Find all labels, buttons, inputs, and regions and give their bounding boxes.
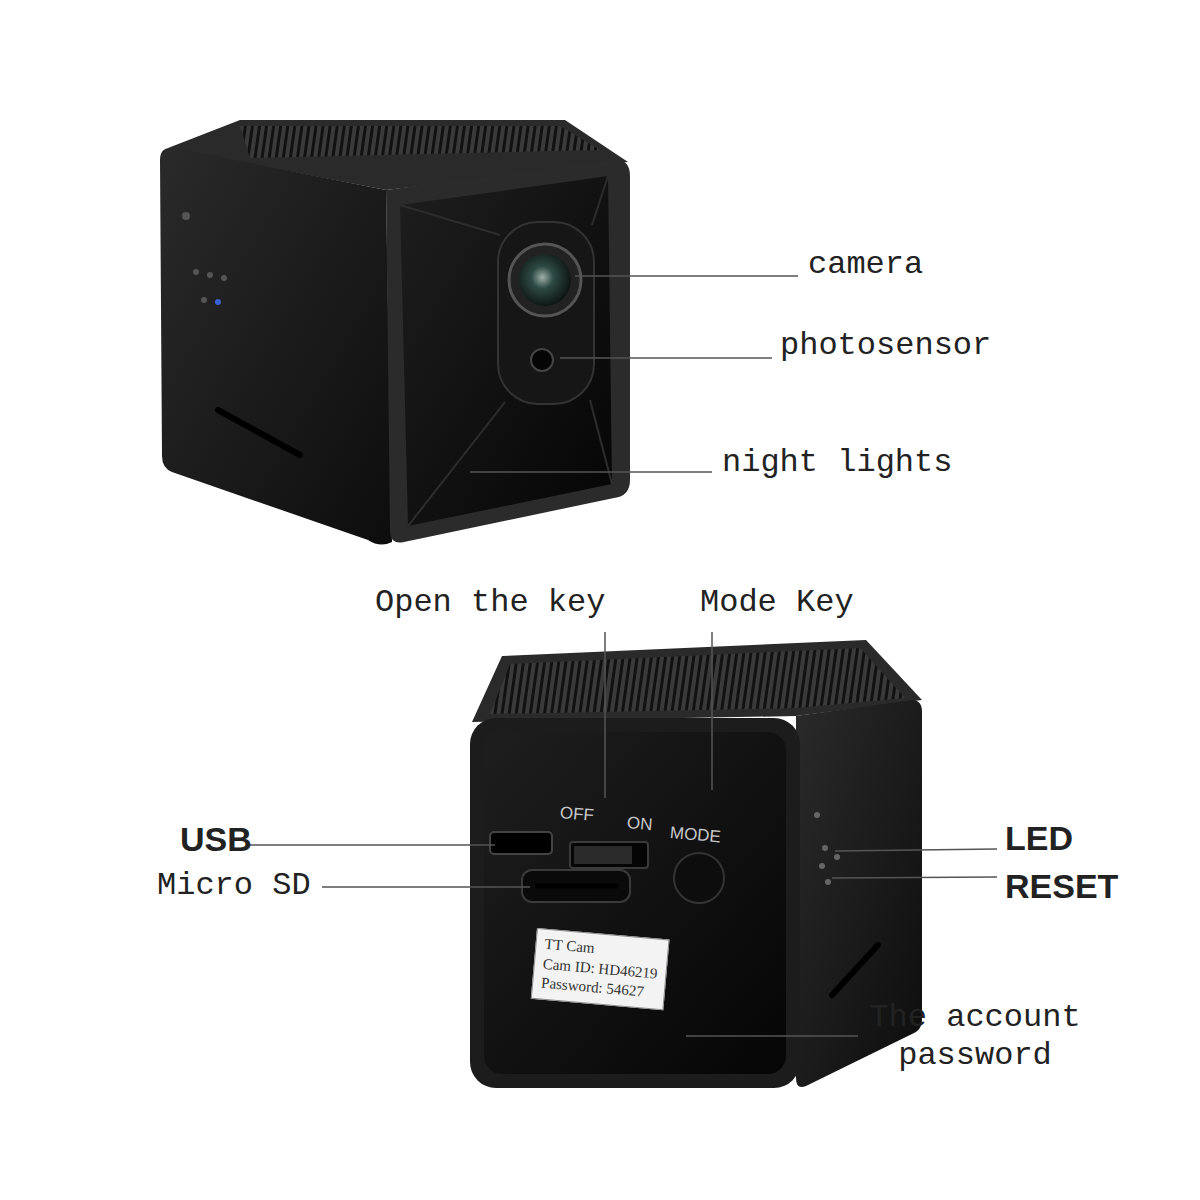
vent-hole: [193, 269, 199, 275]
bevel-edge: [408, 402, 505, 526]
part-label: camera: [808, 246, 923, 284]
sd-opening: [535, 884, 618, 889]
id-sticker: TT CamCam ID: HD46219Password: 54627: [531, 928, 670, 1010]
back-face: [484, 732, 786, 1074]
vent-hole: [221, 275, 227, 281]
indicator-led: [215, 299, 221, 305]
part-label: OFF: [559, 803, 595, 826]
lens-ring: [509, 244, 581, 316]
vent-grille: [490, 648, 905, 714]
part-label: Open the key: [375, 584, 605, 622]
photosensor-hole: [531, 349, 553, 371]
vent-hole: [207, 272, 213, 278]
part-label: Micro SD: [157, 867, 311, 905]
camera-lens: [519, 254, 571, 306]
vent-hole: [822, 845, 828, 851]
vent-hole: [201, 297, 207, 303]
part-label: Mode Key: [700, 584, 854, 622]
power-switch: [570, 842, 648, 868]
mic-hole: [182, 212, 190, 220]
front-face: [400, 176, 612, 526]
vent-hole: [814, 812, 820, 818]
part-label: night lights: [722, 444, 952, 482]
part-label: ON: [626, 813, 653, 836]
led-hole: [819, 863, 825, 869]
part-label: The account password: [860, 999, 1090, 1076]
vent-grille: [240, 126, 600, 158]
switch-knob: [574, 846, 632, 864]
part-label: photosensor: [780, 327, 991, 365]
leader-lines: [248, 276, 997, 1036]
part-label: USB: [180, 819, 252, 860]
slot: [832, 945, 878, 995]
mode-button: [674, 853, 724, 903]
front-bezel: [386, 160, 630, 543]
vent-hole: [834, 854, 840, 860]
front-bezel: [470, 718, 800, 1088]
sd-slot: [522, 870, 630, 902]
slot: [218, 410, 300, 455]
lens-panel: [498, 222, 594, 404]
side-face: [160, 148, 392, 545]
part-label: RESET: [1005, 866, 1118, 907]
part-label: MODE: [669, 823, 722, 848]
bevel-edge: [400, 205, 500, 235]
part-label: LED: [1005, 818, 1073, 859]
usb-port: [490, 832, 552, 854]
bevel-edge: [592, 176, 608, 225]
reset-hole: [825, 879, 831, 885]
